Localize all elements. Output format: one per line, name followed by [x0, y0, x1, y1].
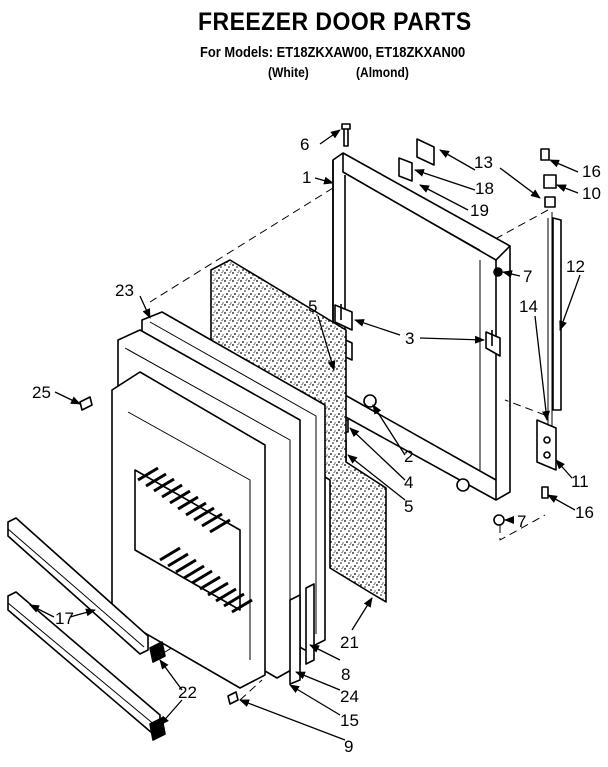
- variant-white: (White): [268, 64, 309, 80]
- lower-hinge-part: [536, 419, 557, 499]
- callout-2: 2: [404, 447, 413, 466]
- callout-21: 21: [340, 633, 359, 652]
- plug-part: [493, 514, 505, 526]
- pad-part: [416, 138, 435, 166]
- screw-part: [341, 123, 351, 147]
- hinge-rod-part: [552, 217, 562, 411]
- callout-labels: 6 1 13 18 19 16 10 7 12 3 5 14 2 4 5 11 …: [32, 135, 601, 756]
- callout-6: 6: [300, 135, 309, 154]
- callout-16-top: 16: [582, 162, 601, 181]
- callout-5-bottom: 5: [404, 497, 413, 516]
- callout-24: 24: [340, 687, 359, 706]
- shelf-bar-part: [7, 517, 161, 734]
- pad-part: [398, 157, 413, 182]
- callout-25: 25: [32, 383, 51, 402]
- callout-19: 19: [470, 201, 489, 220]
- callout-7-bottom: 7: [517, 512, 526, 531]
- plug-part: [493, 267, 503, 277]
- callout-1: 1: [302, 168, 311, 187]
- callout-3: 3: [405, 329, 414, 348]
- callout-5-top: 5: [308, 297, 317, 316]
- callout-4: 4: [404, 473, 413, 492]
- trim-strip-part: [289, 594, 301, 685]
- callout-16-bottom: 16: [575, 503, 594, 522]
- variant-almond: (Almond): [356, 64, 409, 80]
- callout-13: 13: [474, 153, 493, 172]
- liner-ribs: [137, 466, 253, 614]
- callout-7-top: 7: [523, 267, 532, 286]
- callout-15: 15: [340, 711, 359, 730]
- leader-lines: [29, 129, 581, 741]
- trim-strip-part: [305, 583, 315, 665]
- frame-stud-part: [456, 478, 470, 492]
- models-line: For Models: ET18ZKXAW00, ET18ZKXAN00: [200, 44, 466, 61]
- callout-18: 18: [475, 179, 494, 198]
- end-cap-part: [149, 641, 166, 663]
- callout-23: 23: [115, 281, 134, 300]
- screw-part: [227, 691, 239, 705]
- callout-22: 22: [178, 683, 197, 702]
- callout-8: 8: [341, 665, 350, 684]
- screw-part: [79, 396, 93, 411]
- callout-9: 9: [344, 737, 353, 756]
- frame-stud-part: [363, 394, 377, 408]
- callout-12: 12: [566, 257, 585, 276]
- door-liner-part: [111, 329, 301, 689]
- callout-14: 14: [519, 297, 538, 316]
- page-title: FREEZER DOOR PARTS: [198, 8, 472, 36]
- callout-17: 17: [55, 609, 74, 628]
- callout-10: 10: [582, 184, 601, 203]
- callout-11: 11: [571, 472, 589, 491]
